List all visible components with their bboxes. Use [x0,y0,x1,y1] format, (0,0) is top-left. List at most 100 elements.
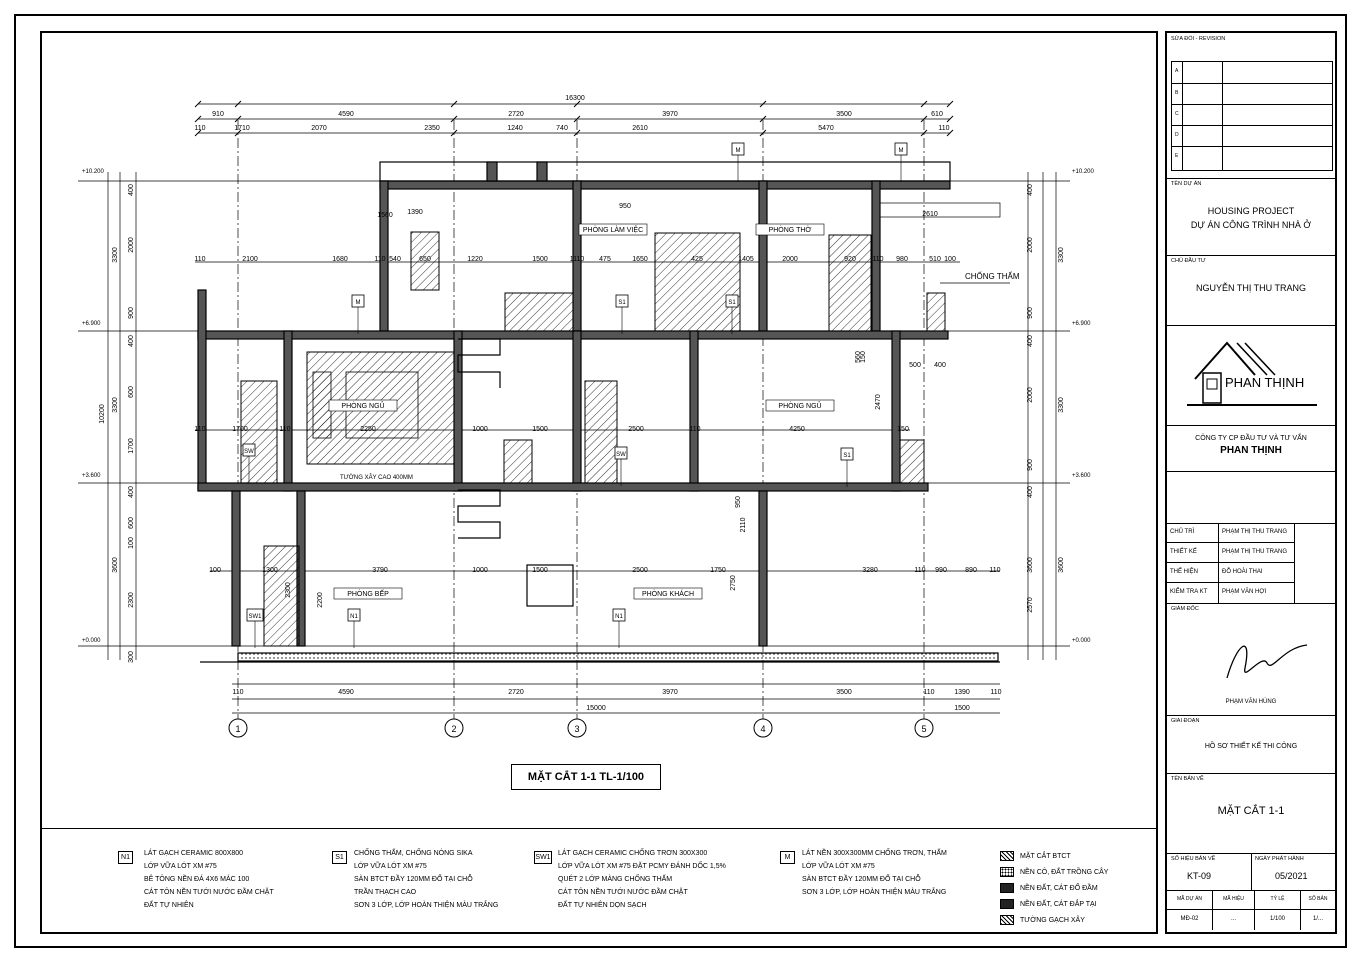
code-label: MÃ DỰ ÁN [1167,890,1213,910]
inner-dimension: 1405 [738,256,754,263]
top-dimension: 1710 [234,125,250,132]
house-logo-icon [1187,341,1317,406]
right-sub-dimension: 900 [1027,459,1034,471]
role-label: CHỦ TRÌ [1167,523,1219,543]
legend-tag-sw1: SW1 [534,851,552,864]
finish-tag: S1 [843,453,851,459]
inner-dimension: 110 [194,256,205,263]
material-label: NỀN CÔ, ĐẤT TRỒNG CÂY [1020,868,1109,876]
inner-dimension: 3790 [372,567,388,574]
room-label: PHÒNG NGỦ [778,401,821,410]
material-label: MẶT CẮT BTCT [1020,852,1071,860]
axis-label: 5 [921,724,926,734]
dimension-tick [234,115,242,123]
inner-dimension: 425 [691,256,703,263]
left-dimension: 3300 [112,397,119,413]
stage-label: GIAI ĐOẠN [1171,718,1200,724]
finish-tag: SW1 [248,614,262,620]
code-section: MÃ DỰ ÁN MÃ HIỆU TỶ LỆ SỐ BẢN MĐ-02 ... … [1167,890,1335,932]
finish-tag: M [899,148,904,154]
inner-dimension: 2250 [360,426,376,433]
room-label: PHÒNG THỜ [769,225,812,234]
legend-line: SƠN 3 LỚP, LỚP HOÀN THIỆN MÀU TRẮNG [802,889,947,896]
dimension-tick [759,115,767,123]
company-line1: CÔNG TY CP ĐẦU TƯ VÀ TƯ VẤN [1195,435,1307,442]
inner-dimension: 475 [599,256,611,263]
wall-note: TƯỜNG XÂY CAO 400MM [340,474,413,481]
director-name: PHẠM VĂN HÙNG [1225,699,1277,705]
detail-dimension: 2470 [875,394,882,410]
detail-dimension: 2110 [740,517,747,532]
level-label-left: +3.600 [82,473,101,479]
company-line2: PHAN THỊNH [1220,445,1282,456]
left-sub-dimension: 2300 [128,592,135,608]
director-section: GIÁM ĐỐC PHẠM VĂN HÙNG [1167,603,1335,716]
inner-dimension: 1110 [570,256,585,263]
code-value: ... [1213,910,1255,930]
legend-line: ĐẤT TỰ NHIÊN DỌN SẠCH [558,902,647,909]
roles-section: CHỦ TRÌ PHẠM THỊ THU TRANG THIẾT KẾ PHẠM… [1167,523,1335,604]
dimension-tick [920,100,928,108]
left-sub-dimension: 2000 [128,237,135,253]
role-name: PHẠM THỊ THU TRANG [1219,543,1295,563]
dimension-tick [946,129,954,137]
level-label-left: +6.900 [82,321,101,327]
top-dimension: 1240 [507,125,523,132]
room-label-box [328,399,398,412]
legend-line: LỚP VỮA LÓT XM #75 [802,863,875,870]
dimension-tick [573,100,581,108]
dimension-tick [450,129,458,137]
inner-dimension: 4250 [789,426,805,433]
date-label: NGÀY PHÁT HÀNH [1255,856,1304,862]
role-label: THIẾT KẾ [1167,543,1219,563]
detail-dimension: 500 [909,362,921,369]
bottom-extra-dimension: 1500 [954,705,970,712]
director-label: GIÁM ĐỐC [1171,606,1199,612]
dimension-tick [946,100,954,108]
legend-line: LỚP VỮA LÓT XM #75 [354,863,427,870]
legend-line: LÁT GẠCH CERAMIC 800X800 [144,850,244,857]
top-dimension: 610 [931,111,943,118]
legend-m: LÁT NỀN 300X300MM CHỐNG TRƠN, THẤM LỚP V… [802,847,947,899]
finish-tag: M [736,148,741,154]
legend-line: TRẦN THẠCH CAO [354,889,417,896]
axis-label: 3 [574,724,579,734]
material-swatch [1000,851,1014,861]
room-label-box [765,399,835,412]
finish-tag: M [356,300,361,306]
inner-dimension: 2000 [782,256,798,263]
level-label-left: +10.200 [82,169,105,175]
inner-dimension: 110 [689,426,700,433]
section-caption: MẶT CẮT 1-1 TL-1/100 [511,764,661,790]
dimension-tick [759,100,767,108]
right-dimension: 3300 [1058,247,1065,263]
code-label: MÃ HIỆU [1213,890,1255,910]
material-row: MẶT CẮT BTCT [1000,851,1071,861]
detail-dimension: 2200 [317,592,324,608]
legend-line: LÁT NỀN 300X300MM CHỐNG TRƠN, THẤM [802,850,947,857]
finish-tag: SW [244,449,254,455]
legend-tag-m: M [780,851,795,864]
logo-text: PHAN THỊNH [1225,375,1305,390]
inner-dimension: 1500 [532,426,548,433]
left-sub-dimension: 400 [128,184,135,196]
inner-dimension: 540 [389,256,401,263]
company-logo-section: PHAN THỊNH [1167,325,1335,426]
detail-dimension: 560 [855,351,862,363]
role-name: PHẠM VĂN HỢI [1219,583,1295,603]
code-value: 1/100 [1255,910,1301,930]
code-label: SỐ BẢN [1301,890,1335,910]
stage-section: GIAI ĐOẠN HỒ SƠ THIẾT KẾ THI CÔNG [1167,715,1335,774]
right-sub-dimension: 400 [1027,184,1034,196]
code-value: MĐ-02 [1167,910,1213,930]
axis-circle [444,718,464,738]
left-dimension: 3600 [112,557,119,573]
inner-dimension: 2500 [628,426,644,433]
overall-dimension: 16300 [565,95,585,102]
axis-circle [567,718,587,738]
right-sub-dimension: 3600 [1027,557,1034,573]
left-sub-dimension: 600 [128,517,135,529]
top-dimension: 910 [212,111,224,118]
level-label-left: +0.000 [82,638,101,644]
bottom-dimension: 110 [923,689,934,696]
